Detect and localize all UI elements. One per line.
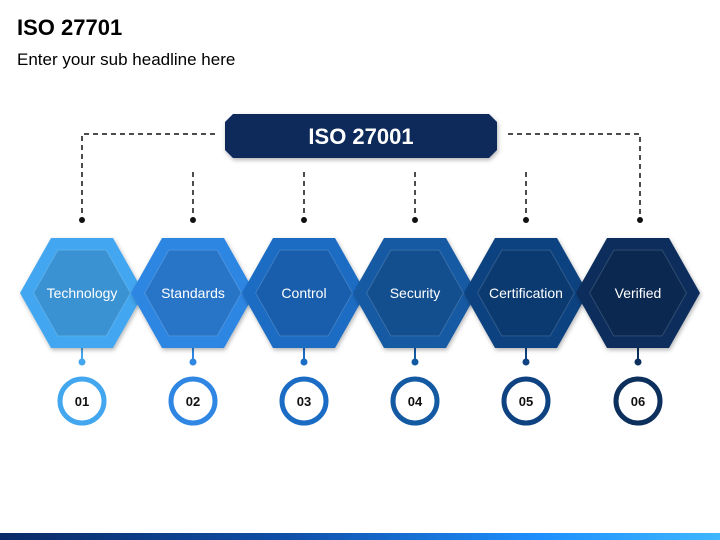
item-label: Certification [489,285,563,301]
item-number: 01 [75,394,89,409]
connector-lines [81,133,641,218]
central-label: ISO 27001 [308,124,413,149]
page-subtitle: Enter your sub headline here [17,50,236,69]
item-hexagon-inner [144,249,242,337]
item-number-badge [168,376,218,426]
item-number: 03 [297,394,311,409]
item-hexagon [576,238,700,348]
item-hexagon [20,238,144,348]
item-hexagon [464,238,588,348]
connector-dot [301,217,307,223]
item-stem-dot [634,358,642,366]
item-label: Technology [47,285,118,301]
item-number-badge [501,376,551,426]
item-number: 04 [408,394,423,409]
central-box [225,114,497,158]
item-stem-dot [78,358,86,366]
item-hexagon [131,238,255,348]
item-hexagon [242,238,366,348]
connector-dot [79,217,85,223]
item-stem-dot [411,358,419,366]
connector-dot [190,217,196,223]
item-stem-dot [189,358,197,366]
item-label: Security [390,285,441,301]
item-number-badge [57,376,107,426]
connector-dots [79,217,643,223]
right-connector [508,133,641,218]
item-number-badge [613,376,663,426]
item-number-badge [390,376,440,426]
connector-dot [637,217,643,223]
connector-dot [523,217,529,223]
item-hexagon [353,238,477,348]
item-label: Verified [615,285,662,301]
left-connector [81,133,215,218]
connector-dot [412,217,418,223]
page-title: ISO 27701 [17,15,123,40]
item-number-badge [279,376,329,426]
bottom-accent-bar [0,533,720,540]
item-stem-dot [300,358,308,366]
item-hexagon-inner [33,249,131,337]
item-number: 06 [631,394,645,409]
item-stem-dot [522,358,530,366]
hexagon-row: Technology 01 Standards 02 Control 03 Security… [20,238,700,426]
item-hexagon-inner [255,249,353,337]
item-label: Standards [161,285,225,301]
item-number: 05 [519,394,533,409]
item-hexagon-inner [366,249,464,337]
item-number: 02 [186,394,200,409]
item-label: Control [281,285,326,301]
item-hexagon-inner [589,249,687,337]
item-hexagon-inner [477,249,575,337]
